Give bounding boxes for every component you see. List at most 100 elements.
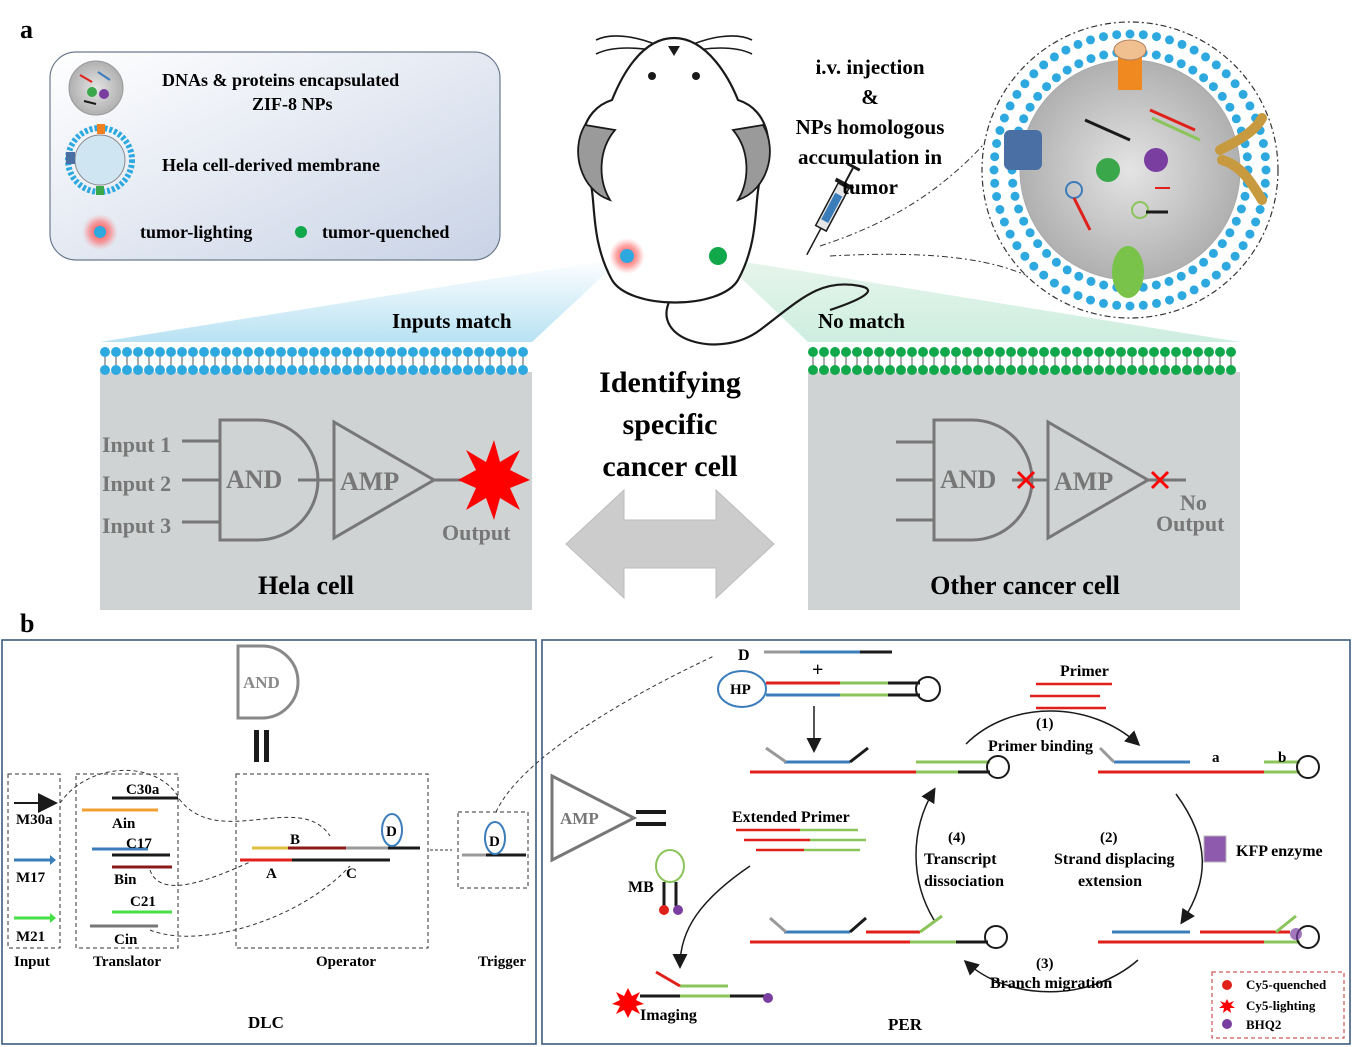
per-plus: + xyxy=(812,659,823,681)
lipid-head xyxy=(100,347,110,357)
lipid-head xyxy=(1164,276,1174,286)
lipid-head xyxy=(992,139,1002,148)
lipid-head xyxy=(298,365,308,375)
center-line3: cancer cell xyxy=(602,450,737,483)
lipid-head xyxy=(100,365,110,375)
lipid-head xyxy=(342,365,352,375)
lipid-head xyxy=(1245,229,1255,239)
lipid-head xyxy=(232,365,242,375)
translator-strands xyxy=(82,796,178,928)
lipid-head xyxy=(265,365,275,375)
lipid-head xyxy=(309,365,319,375)
cy5-lighting-icon xyxy=(612,988,644,1018)
lipid-head xyxy=(1215,365,1225,375)
lipid-head xyxy=(940,347,950,357)
legend-cy5-quenched: Cy5-quenched xyxy=(1246,977,1327,992)
lipid-head xyxy=(1073,291,1083,301)
trigger-box xyxy=(457,811,529,889)
lipid-head xyxy=(929,365,939,375)
lipid-head xyxy=(1138,30,1148,40)
lipid-head xyxy=(962,347,972,357)
lipid-head xyxy=(210,365,220,375)
lipid-head xyxy=(1152,32,1161,42)
lipid-head xyxy=(852,347,862,357)
lipid-head xyxy=(375,365,385,375)
lipid-head xyxy=(990,152,1000,162)
per-title: PER xyxy=(888,1015,923,1034)
lipid-head xyxy=(1083,347,1093,357)
center-text: Identifying specific cancer cell xyxy=(599,366,741,483)
hela-cell: Input 1 Input 2 Input 3 AND AMP Output H… xyxy=(100,347,532,610)
lipid-head xyxy=(1049,52,1059,62)
lipid-head xyxy=(1112,300,1122,310)
lipid-head xyxy=(1014,204,1024,214)
other-cancer-cell: AND AMP No Output Other cancer cell xyxy=(808,347,1240,610)
lipid-head xyxy=(133,365,143,375)
lipid-head xyxy=(452,365,462,375)
lipid-head xyxy=(1086,54,1096,64)
lipid-head xyxy=(111,347,121,357)
lipid-head xyxy=(1029,261,1039,271)
injection-line2: & xyxy=(861,85,879,109)
injection-line5: tumor xyxy=(842,175,898,199)
lipid-head xyxy=(243,347,253,357)
lipid-head xyxy=(1231,114,1241,124)
lipid-head xyxy=(1125,29,1135,39)
lipid-head xyxy=(808,347,818,357)
extended-primer-label: Extended Primer xyxy=(732,809,850,826)
lipid-head xyxy=(507,365,517,375)
lipid-head xyxy=(1073,39,1083,49)
lipid-head xyxy=(496,347,506,357)
lipid-head xyxy=(984,347,994,357)
kfp-enzyme-icon xyxy=(1203,835,1227,863)
lipid-head xyxy=(1230,251,1240,261)
step2-line2: extension xyxy=(1078,873,1142,890)
lipid-head xyxy=(243,365,253,375)
lipid-head xyxy=(1225,228,1235,238)
lipid-head xyxy=(1051,73,1061,83)
step3-num: (3) xyxy=(1036,956,1054,972)
lipid-head xyxy=(995,126,1005,135)
hela-and-label: AND xyxy=(226,465,282,494)
step1-text: Primer binding xyxy=(988,738,1093,755)
hela-input2: Input 2 xyxy=(102,471,171,496)
mb-label: MB xyxy=(628,879,654,896)
step3-text: Branch migration xyxy=(990,975,1112,992)
lipid-head xyxy=(199,365,209,375)
lipid-head xyxy=(863,365,873,375)
lipid-head xyxy=(1105,365,1115,375)
label-translator: Translator xyxy=(93,954,161,970)
lipid-head xyxy=(1125,301,1135,311)
lipid-head xyxy=(1151,50,1161,60)
per-primer: Primer xyxy=(1060,663,1109,680)
lipid-head xyxy=(485,347,495,357)
lipid-head xyxy=(1010,191,1020,201)
lipid-head xyxy=(1211,270,1221,280)
lipid-head xyxy=(951,365,961,375)
block-x-icon xyxy=(1150,470,1170,490)
lipid-head xyxy=(885,365,895,375)
lipid-head xyxy=(1099,298,1108,308)
lipid-head xyxy=(1039,347,1049,357)
per-hp-label: HP xyxy=(730,682,751,698)
lipid-head xyxy=(1201,278,1211,288)
duplex-bottom-right xyxy=(1098,914,1320,949)
kfp-label: KFP enzyme xyxy=(1236,843,1323,860)
lipid-head xyxy=(1025,228,1035,238)
lipid-head xyxy=(1208,248,1218,258)
lipid-head xyxy=(1062,265,1072,275)
lipid-head xyxy=(1176,59,1186,69)
lipid-head xyxy=(1061,347,1071,357)
translator-ain: Ain xyxy=(112,816,136,832)
lipid-head xyxy=(1189,285,1199,295)
lipid-head xyxy=(276,347,286,357)
lipid-head xyxy=(1094,365,1104,375)
lipid-head xyxy=(885,347,895,357)
lipid-head xyxy=(1051,257,1061,267)
operator-b: B xyxy=(290,832,300,848)
lipid-head xyxy=(474,365,484,375)
lipid-head xyxy=(1230,79,1240,89)
inputs-match-label: Inputs match xyxy=(392,309,512,333)
lipid-head xyxy=(999,217,1009,227)
lipid-head xyxy=(1061,285,1071,295)
